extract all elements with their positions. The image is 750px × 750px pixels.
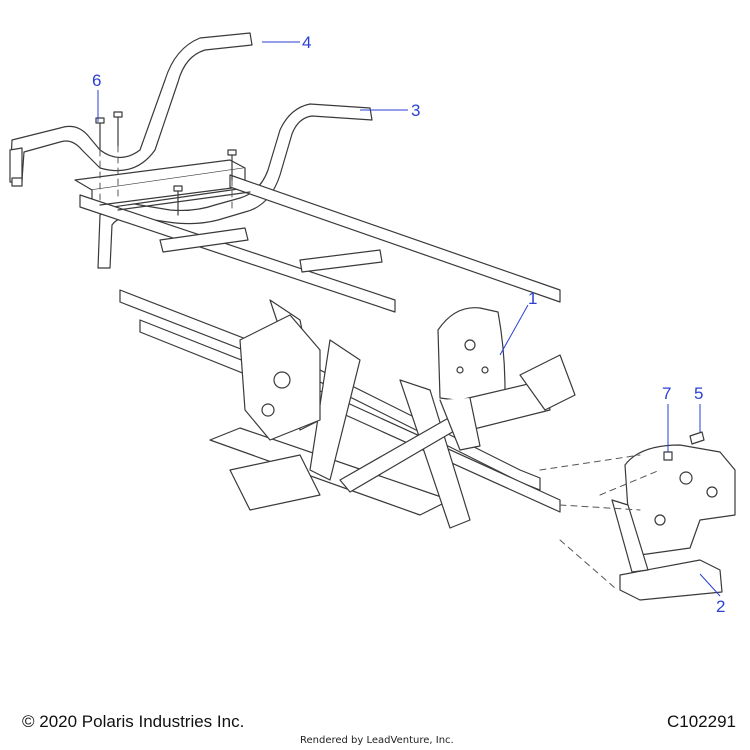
nut-7 [663,451,673,461]
left-side-panel [239,314,321,441]
callout-7[interactable]: 7 [662,384,672,403]
copyright-text: © 2020 Polaris Industries Inc. [22,712,245,731]
front-bumper-2 [611,444,736,601]
bolt-5 [689,431,705,445]
callout-5[interactable]: 5 [694,384,704,403]
callout-6[interactable]: 6 [92,71,102,90]
main-frame [119,289,561,529]
bulkhead-plate-1 [437,307,576,451]
diagram-code: C102291 [666,712,736,731]
callout-4[interactable]: 4 [302,33,312,52]
rear-rack-rail-3 [97,103,373,269]
callout-3[interactable]: 3 [411,101,421,120]
callout-2[interactable]: 2 [716,597,726,616]
callout-1[interactable]: 1 [528,289,538,308]
upper-frame [74,159,561,313]
bolt-6 [95,111,237,216]
rendered-by-text: Rendered by LeadVenture, Inc. [300,735,454,746]
